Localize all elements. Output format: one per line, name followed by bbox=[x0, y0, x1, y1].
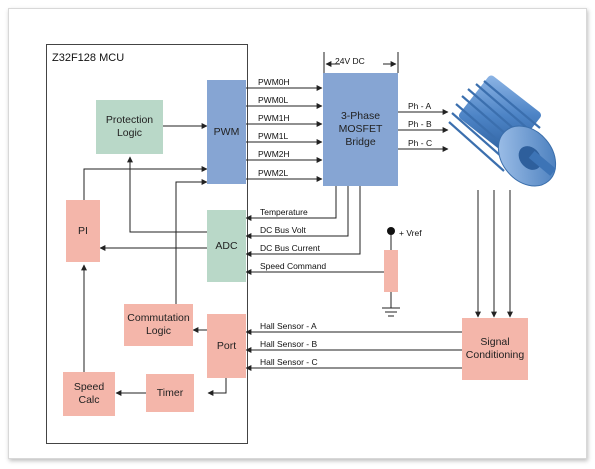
port-block: Port bbox=[207, 314, 246, 378]
port-block-label: Port bbox=[216, 339, 237, 352]
speed-command-label: Speed Command bbox=[260, 261, 327, 271]
dc-bus-volt-label: DC Bus Volt bbox=[260, 225, 306, 235]
pwm1l-label: PWM1L bbox=[258, 131, 289, 141]
protection-label-line1: Protection bbox=[105, 114, 154, 126]
pwm2h-label: PWM2H bbox=[258, 149, 290, 159]
vref-label: + Vref bbox=[399, 228, 422, 238]
wire-dc-bus-volt bbox=[245, 186, 349, 239]
supply-label: 24V DC bbox=[335, 56, 365, 66]
ph-a-label: Ph - A bbox=[408, 101, 432, 111]
bridge-label-line3: Bridge bbox=[345, 136, 376, 148]
pwm1h-label: PWM1H bbox=[258, 113, 290, 123]
pwm0h-label: PWM0H bbox=[258, 77, 290, 87]
commutation-logic-block: Commutation Logic bbox=[124, 304, 193, 346]
ph-b-label: Ph - B bbox=[408, 119, 432, 129]
pwm-block-label: PWM bbox=[213, 125, 240, 138]
protection-logic-block: Protection Logic bbox=[96, 100, 163, 154]
wire-temperature bbox=[245, 186, 337, 221]
mcu-title: Z32F128 MCU bbox=[52, 52, 125, 64]
adc-block: ADC bbox=[207, 210, 246, 282]
pwm2l-label: PWM2L bbox=[258, 168, 289, 178]
speed-potentiometer bbox=[384, 250, 398, 292]
timer-block: Timer bbox=[146, 374, 194, 412]
temperature-label: Temperature bbox=[260, 207, 308, 217]
wire-pi-pwm bbox=[83, 166, 208, 200]
pwm0l-label: PWM0L bbox=[258, 95, 289, 105]
wire-commutation-pwm bbox=[175, 179, 208, 304]
bridge-label-line1: 3-Phase bbox=[340, 110, 381, 122]
commutation-label-line2: Logic bbox=[145, 325, 172, 337]
motor-icon bbox=[448, 75, 557, 187]
wire-port-timer bbox=[207, 378, 227, 396]
protection-label-line2: Logic bbox=[116, 127, 143, 139]
hall-a-label: Hall Sensor - A bbox=[260, 321, 317, 331]
speed-calc-label-line1: Speed bbox=[73, 381, 105, 393]
signal-label-line1: Signal bbox=[480, 336, 510, 348]
bridge-label-line2: MOSFET bbox=[338, 123, 383, 135]
pi-block: PI bbox=[66, 200, 100, 262]
vref-terminal bbox=[387, 227, 395, 235]
speed-calc-label-line2: Calc bbox=[78, 394, 100, 406]
adc-block-label: ADC bbox=[215, 239, 238, 252]
motor-shaft bbox=[528, 150, 557, 176]
pwm-block: PWM bbox=[207, 80, 246, 184]
timer-block-label: Timer bbox=[156, 386, 184, 399]
wire-adc-protection bbox=[127, 156, 207, 233]
speed-calc-block: Speed Calc bbox=[63, 372, 115, 416]
hall-b-label: Hall Sensor - B bbox=[260, 339, 318, 349]
pi-block-label: PI bbox=[78, 224, 88, 237]
hall-c-label: Hall Sensor - C bbox=[260, 357, 318, 367]
dc-bus-current-label: DC Bus Current bbox=[260, 243, 320, 253]
wire-dc-bus-current bbox=[245, 186, 361, 257]
signal-conditioning-block: Signal Conditioning bbox=[462, 318, 528, 380]
ph-c-label: Ph - C bbox=[408, 138, 433, 148]
signal-label-line2: Conditioning bbox=[465, 349, 525, 361]
mosfet-bridge-block: 3-Phase MOSFET Bridge bbox=[323, 73, 398, 186]
commutation-label-line1: Commutation bbox=[127, 312, 190, 324]
